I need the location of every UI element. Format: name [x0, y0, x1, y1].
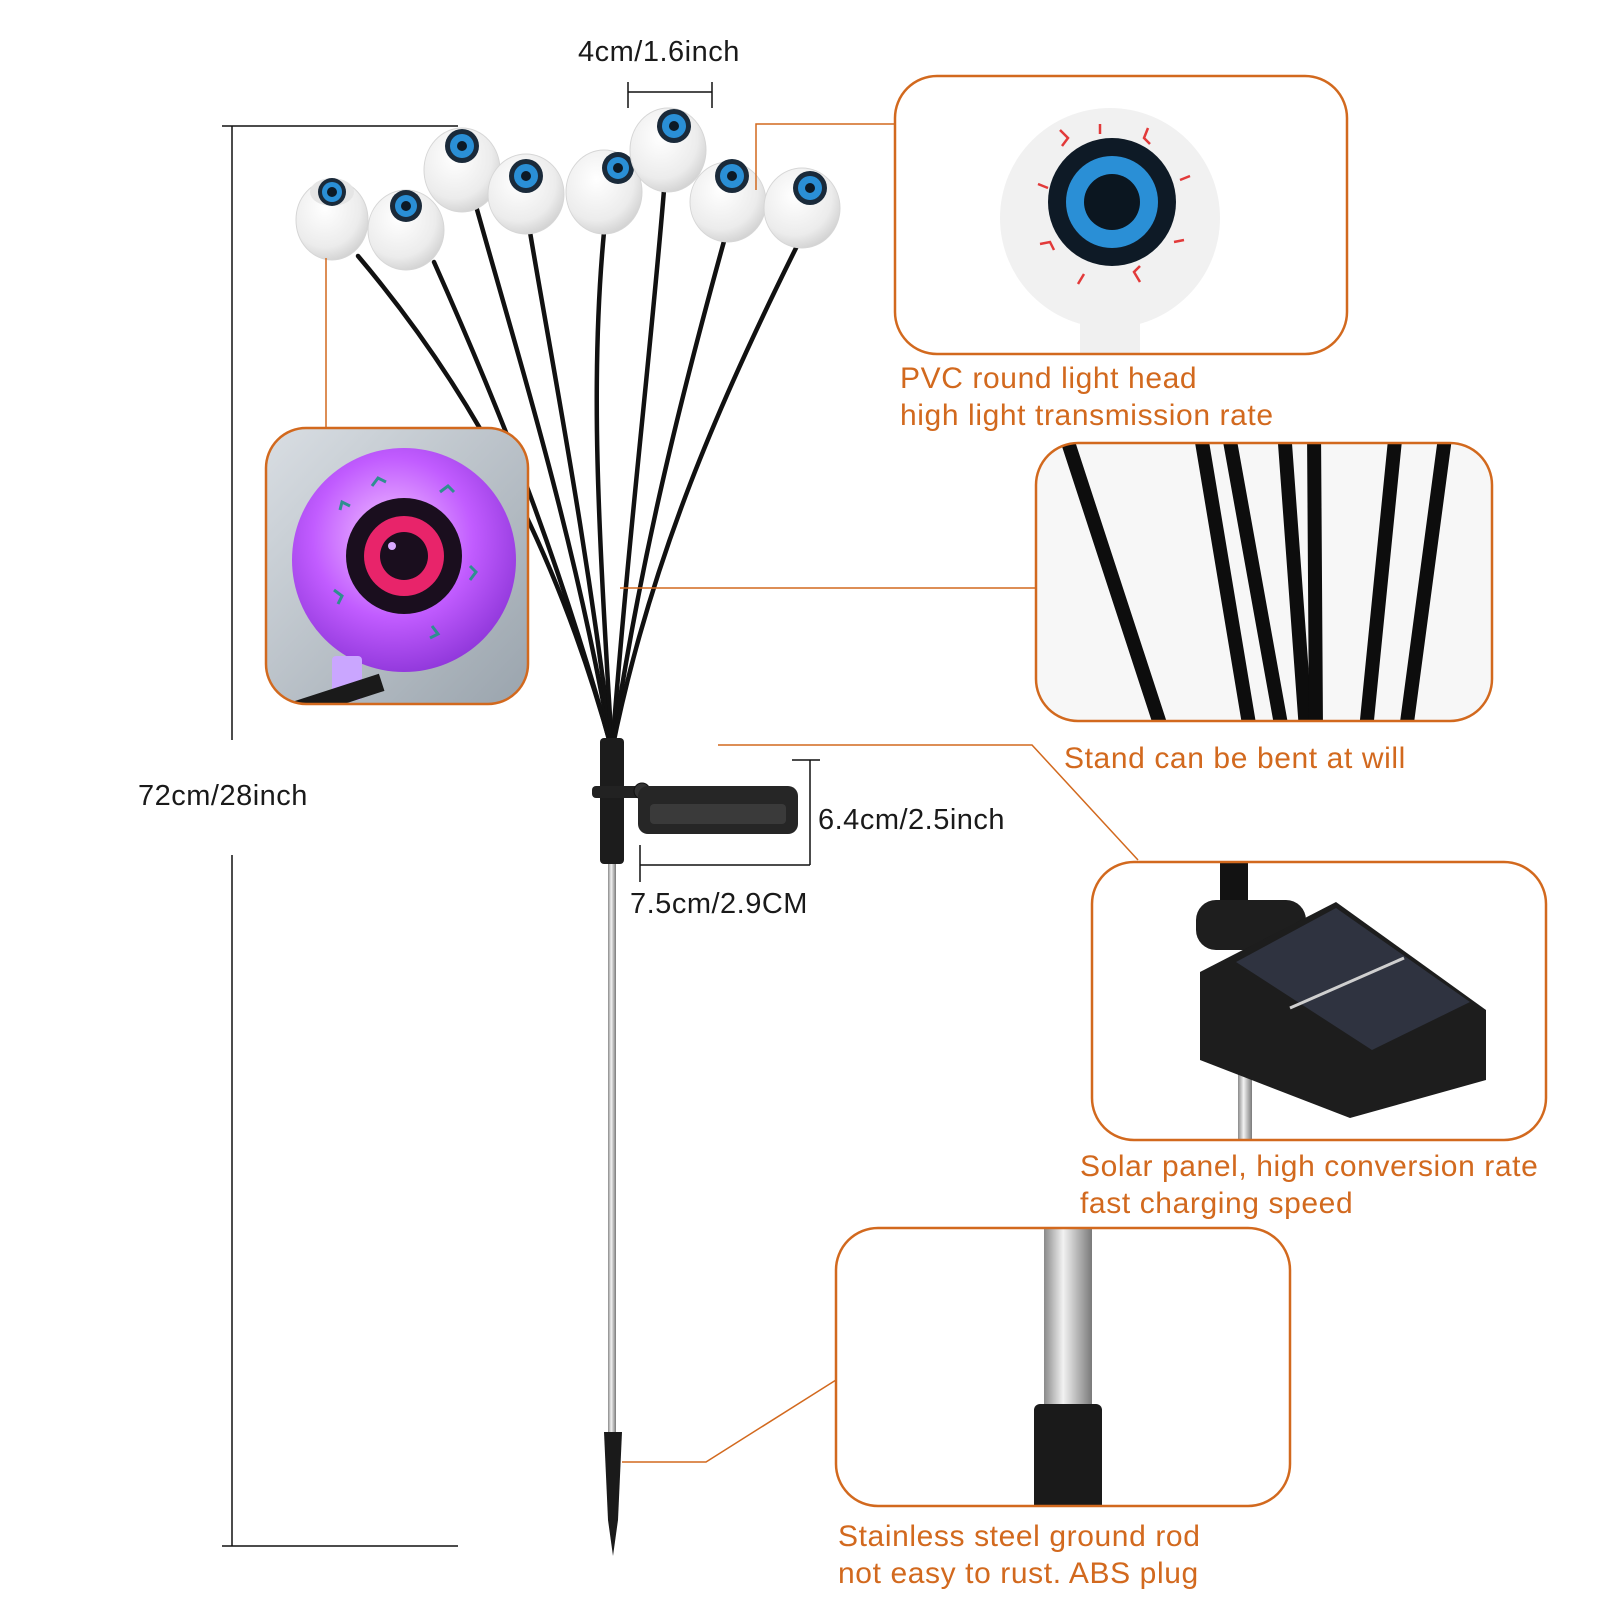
eyeball-2: [367, 189, 445, 271]
solar-caption: Solar panel, high conversion rate fast c…: [1080, 1148, 1538, 1222]
light-head-caption-line1: PVC round light head: [900, 362, 1198, 395]
light-head-caption: PVC round light head high light transmis…: [900, 360, 1274, 434]
stand-caption-line1: Stand can be bent at will: [1064, 742, 1406, 775]
solar-caption-line2: fast charging speed: [1080, 1187, 1354, 1220]
panel-width-label: 7.5cm/2.9CM: [630, 888, 808, 920]
panel-height-label: 6.4cm/2.5inch: [818, 804, 1006, 836]
eyeball-8: [763, 167, 841, 249]
eyeball-heads: [295, 107, 841, 271]
eyeball-1: [295, 178, 369, 261]
light-head-caption-line2: high light transmission rate: [900, 399, 1274, 432]
inset-light-head: [893, 74, 1349, 356]
rod-caption: Stainless steel ground rod not easy to r…: [838, 1518, 1200, 1592]
height-dimension: [222, 125, 458, 1547]
eyeball-4: [487, 153, 565, 235]
inset-ground-rod: [834, 1226, 1292, 1508]
head-width-dimension: [627, 82, 713, 108]
stake-body: [592, 738, 798, 1556]
inset-stand: [1034, 441, 1494, 723]
height-label: 72cm/28inch: [138, 780, 308, 812]
eyeball-6: [629, 107, 707, 193]
solar-caption-line1: Solar panel, high conversion rate: [1080, 1150, 1539, 1183]
rod-caption-line1: Stainless steel ground rod: [838, 1520, 1201, 1553]
eyeball-5: [565, 149, 643, 235]
stand-caption: Stand can be bent at will: [1064, 740, 1406, 777]
inset-solar-panel: [1090, 860, 1548, 1142]
callout-leaders: [325, 123, 1139, 1463]
eyeball-3: [423, 127, 501, 213]
eyeball-7: [689, 159, 767, 243]
inset-glowing-eye: [264, 426, 530, 706]
panel-dimension: [639, 759, 820, 882]
rod-caption-line2: not easy to rust. ABS plug: [838, 1557, 1199, 1590]
head-width-label: 4cm/1.6inch: [578, 36, 740, 68]
